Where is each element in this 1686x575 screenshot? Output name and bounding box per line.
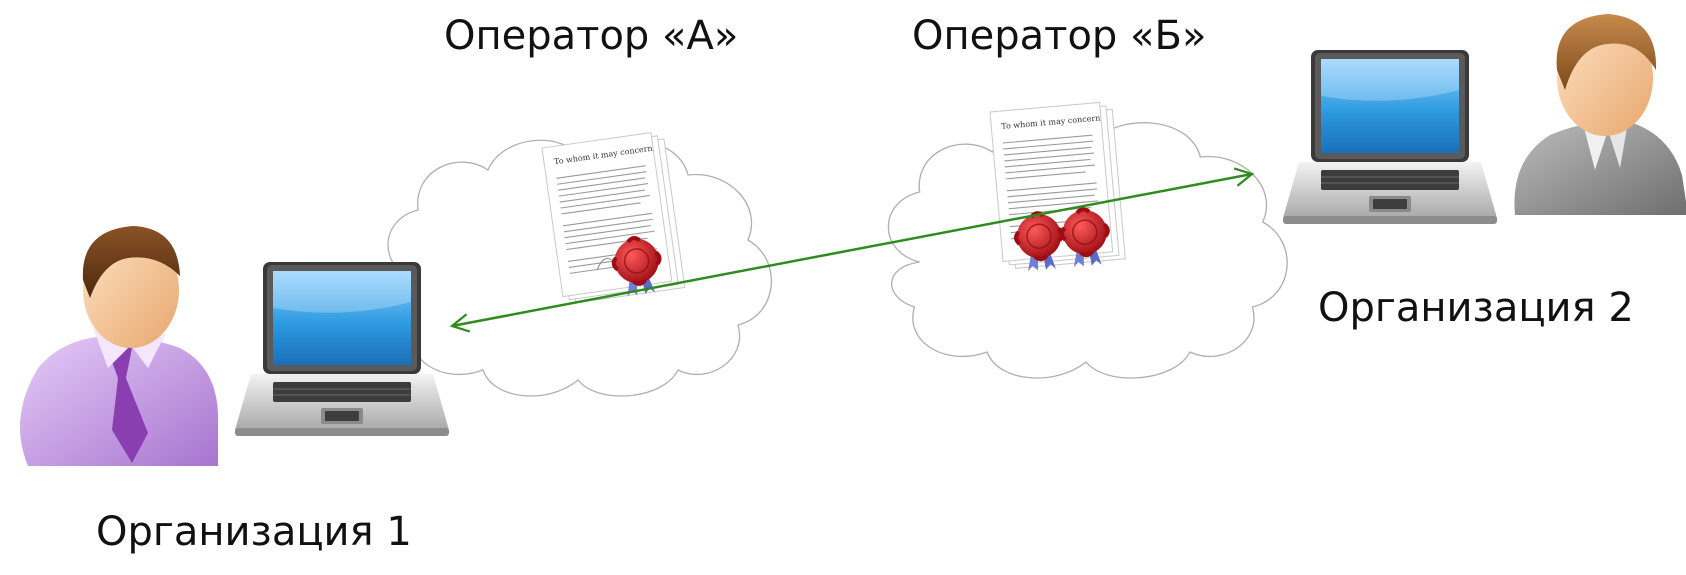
operator-b-label: Оператор «Б» <box>912 13 1207 59</box>
organization-2-label: Организация 2 <box>1318 285 1634 331</box>
double-arrow-icon <box>449 167 1255 333</box>
operator-a-label: Оператор «А» <box>444 13 739 59</box>
laptop-icon-organization-1 <box>234 261 450 437</box>
person-icon-organization-1 <box>20 226 218 466</box>
document-icon-right: To whom it may concern <box>989 101 1126 272</box>
document-icon-left: To whom it may concern <box>541 132 686 304</box>
person-icon-organization-2 <box>1514 14 1686 215</box>
organization-1-label: Организация 1 <box>96 509 412 555</box>
laptop-icon-organization-2 <box>1282 49 1498 225</box>
